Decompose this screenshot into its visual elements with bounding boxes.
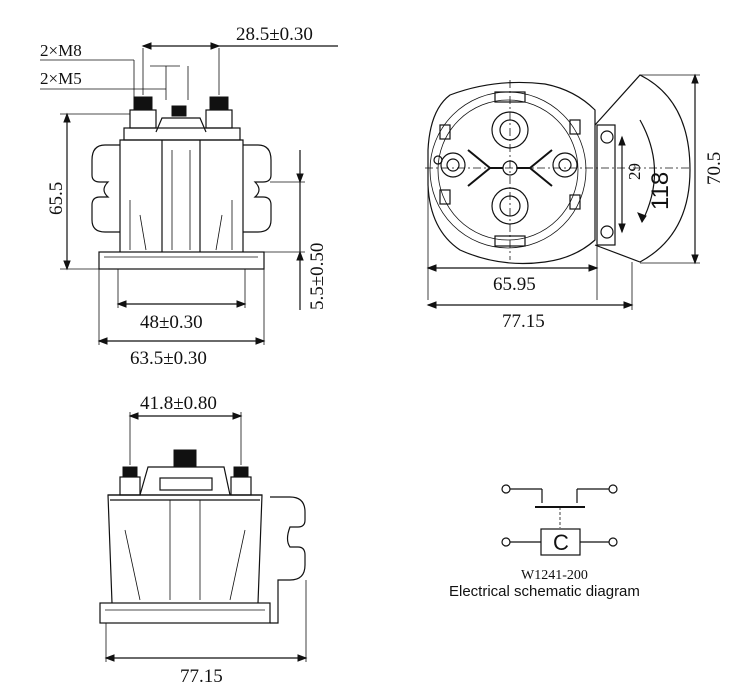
front-body xyxy=(119,139,244,252)
side-bracket xyxy=(270,496,306,624)
dimension-arrows xyxy=(63,42,699,662)
label-2x-m8: 2×M8 xyxy=(40,41,82,60)
model-number: W1241-200 xyxy=(521,568,588,583)
dim-outer-width-63-5: 63.5±0.30 xyxy=(130,348,207,369)
top-view: 29 118 70.5 65.95 77.15 xyxy=(425,74,725,332)
coil-label: C xyxy=(553,530,569,555)
front-right-lobe xyxy=(243,144,272,233)
dim-65-95: 65.95 xyxy=(493,274,536,295)
front-left-lobe xyxy=(91,144,120,233)
dim-inner-width-48: 48±0.30 xyxy=(140,312,203,333)
top-coil-terminal-right xyxy=(552,152,578,178)
top-coil-terminal-left xyxy=(440,152,466,178)
side-center-stud xyxy=(173,449,197,467)
dim-angle-118: 118 xyxy=(647,172,674,210)
side-view: 41.8±0.80 77.15 xyxy=(99,393,307,687)
front-stud-right xyxy=(209,96,229,111)
dim-flange-5-5: 5.5±0.50 xyxy=(307,243,328,310)
side-body xyxy=(107,494,263,604)
side-base-plate xyxy=(99,602,271,624)
dim-77-15-top: 77.15 xyxy=(502,311,545,332)
dim-terminal-spacing-side: 41.8±0.80 xyxy=(140,393,217,414)
front-terminal-right xyxy=(205,109,233,129)
front-stud-left xyxy=(133,96,153,111)
side-terminal-left xyxy=(122,466,138,478)
dim-70-5: 70.5 xyxy=(704,152,725,185)
coil-box xyxy=(540,528,581,556)
label-2x-m5: 2×M5 xyxy=(40,69,82,88)
dim-terminal-spacing-front: 28.5±0.30 xyxy=(236,24,313,45)
side-top-cap xyxy=(139,466,231,496)
side-terminal-right xyxy=(233,466,249,478)
front-terminal-left xyxy=(129,109,157,129)
dim-77-15-side: 77.15 xyxy=(180,666,223,687)
front-view: 2×M8 2×M5 28.5±0.30 65.5 5.5±0.50 48±0.3… xyxy=(40,24,338,369)
electrical-schematic: C W1241-200 Electrical schematic diagram xyxy=(449,484,640,600)
dim-height-65-5: 65.5 xyxy=(46,182,67,215)
front-base-flange xyxy=(98,251,265,270)
top-bracket xyxy=(594,74,691,263)
schematic-caption: Electrical schematic diagram xyxy=(449,583,640,600)
dim-29: 29 xyxy=(625,163,644,180)
